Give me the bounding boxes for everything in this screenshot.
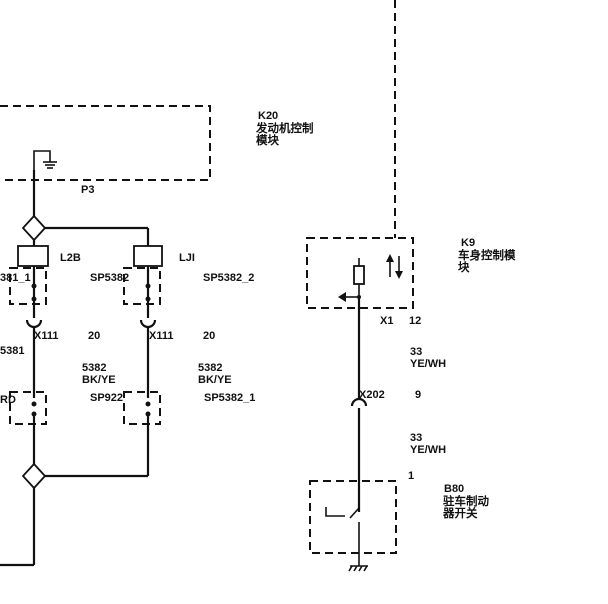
pin-1-label: 1: [408, 470, 414, 482]
lji-label: LJI: [179, 252, 195, 264]
wire-top-color: YE/WH: [410, 358, 446, 370]
l2b-label: L2B: [60, 252, 81, 264]
ground-icon: [348, 565, 368, 572]
k9-name-line1: 车身控制模: [458, 248, 516, 262]
p3-label: P3: [81, 184, 94, 196]
wire-a-number: 5382: [82, 362, 106, 374]
partial-5381-label: 5381: [0, 345, 24, 357]
splice-diamond-top: [21, 214, 47, 242]
l2b-box: [17, 245, 49, 267]
splice-pack-1a: [9, 267, 47, 305]
ground-icon: [33, 150, 57, 170]
wire-a-color: BK/YE: [82, 374, 116, 386]
bidirectional-arrow-icon: [386, 254, 403, 279]
k20-id: K20: [258, 110, 278, 122]
k20-name-line1: 发动机控制: [255, 121, 314, 135]
splice-pack-1b: [123, 267, 161, 305]
k20-engine-control-module: K20 发动机控制 模块: [0, 105, 314, 181]
k9-name-line2: 块: [458, 260, 470, 274]
pin-12-label: 12: [409, 315, 421, 327]
splice-diamond-bottom: [21, 462, 47, 490]
wire-bot-color: YE/WH: [410, 444, 446, 456]
b80-name-line2: 器开关: [442, 506, 478, 520]
b80-id: B80: [444, 483, 464, 495]
x111-label-a: X111: [34, 330, 58, 342]
wire-b-color: BK/YE: [198, 374, 232, 386]
k9-body-control-module: K9 车身控制模 块: [306, 0, 516, 309]
x202-label: X202: [359, 389, 385, 401]
left-wires: [0, 170, 163, 567]
x1-label: X1: [380, 315, 393, 327]
wire-top-number: 33: [410, 346, 422, 358]
right-wires: [350, 297, 368, 512]
k9-input-resistor: [353, 265, 365, 285]
sp5382-2-label: SP5382_2: [203, 272, 254, 284]
x111-label-b: X111: [149, 330, 173, 342]
x111-connector-b: [139, 319, 157, 329]
x202-connector: [350, 397, 368, 407]
sp5382-1-partial-label: 381_1: [0, 272, 31, 284]
b80-name-line1: 驻车制动: [443, 494, 489, 508]
pin-b-label: 20: [203, 330, 215, 342]
b80-parking-brake-switch: B80 驻车制动 器开关: [309, 480, 489, 572]
sp922-label: SP922: [90, 392, 123, 404]
k9-id: K9: [461, 237, 475, 249]
splice-pack-2b: [123, 391, 161, 425]
wire-b-number: 5382: [198, 362, 222, 374]
lji-box: [133, 245, 163, 267]
sp5382-label: SP5382: [90, 272, 129, 284]
k20-name-line2: 模块: [256, 133, 279, 147]
pin-9-label: 9: [415, 389, 421, 401]
x111-connector-a: [25, 319, 43, 329]
splice-pack-2a: [9, 391, 47, 425]
partial-rd-label: RD: [0, 394, 16, 406]
sp5382-1-label: SP5382_1: [204, 392, 255, 404]
wire-bot-number: 33: [410, 432, 422, 444]
pin-a-label: 20: [88, 330, 100, 342]
